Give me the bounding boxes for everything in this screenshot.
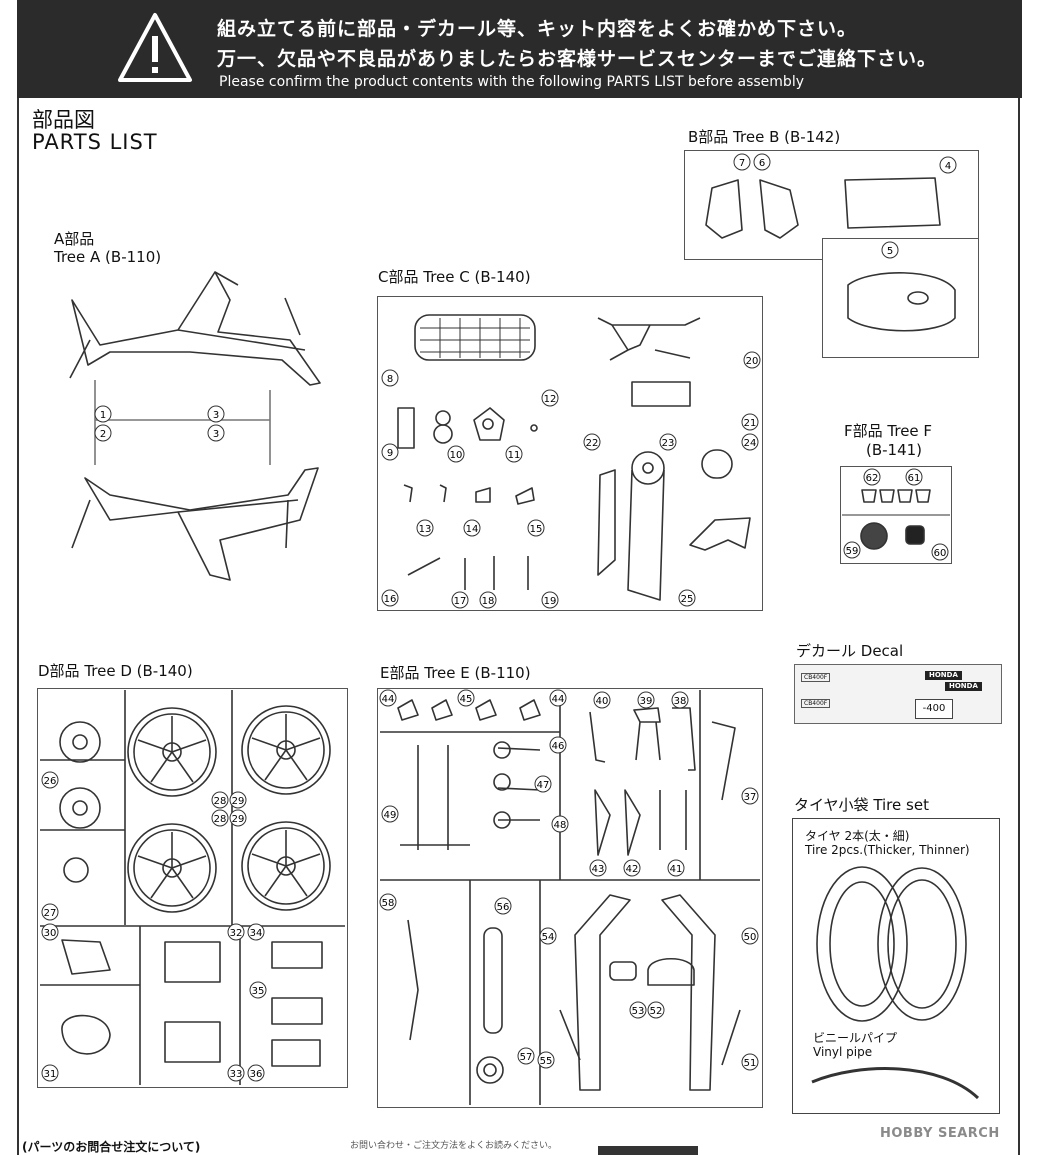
decal-brand-1: HONDA — [925, 671, 962, 680]
decal-sheet: HONDA HONDA CB400F CB400F -400 — [794, 664, 1002, 724]
footer-bar — [598, 1146, 698, 1155]
vinyl-pipe-label-jp: ビニールパイプ — [813, 1031, 898, 1045]
tree-f-label-jp: F部品 Tree F — [844, 422, 933, 440]
footer-strip: (パーツのお問合せ注文について) お問い合わせ・ご注文方法をよくお読みください。 — [20, 1138, 1020, 1155]
decal-model-1: CB400F — [801, 673, 831, 682]
tree-c-sprue — [377, 296, 763, 611]
warning-line-2: 万一、欠品や不良品がありましたらお客様サービスセンターまでご連絡下さい。 — [217, 48, 938, 70]
warning-triangle-icon — [118, 13, 192, 82]
tree-d-label: D部品 Tree D (B-140) — [38, 662, 193, 680]
page-title: PARTS LIST — [32, 130, 158, 154]
tire-set-label: タイヤ小袋 Tire set — [794, 796, 929, 814]
decal-label: デカール Decal — [796, 642, 904, 660]
warning-line-1: 組み立てる前に部品・デカール等、キット内容をよくお確かめ下さい。 — [217, 18, 858, 40]
tree-d-sprue — [37, 688, 348, 1088]
tree-a-label-jp: A部品 — [54, 230, 95, 248]
decal-brand-2: HONDA — [945, 682, 982, 691]
warning-banner: 組み立てる前に部品・デカール等、キット内容をよくお確かめ下さい。 万一、欠品や不… — [17, 0, 1022, 98]
watermark-logo: HOBBY SEARCH — [880, 1126, 1000, 1141]
tire-label-jp: タイヤ 2本(太・細) — [805, 829, 910, 843]
warning-line-english: Please confirm the product contents with… — [219, 74, 804, 90]
tree-b-sprue-bottom — [822, 238, 979, 358]
decal-model-2: CB400F — [801, 699, 831, 708]
tree-f-label-code: (B-141) — [866, 441, 923, 459]
decal-plate: -400 — [915, 699, 953, 719]
page-frame — [17, 98, 1020, 1155]
tree-a-label: Tree A (B-110) — [54, 248, 162, 266]
tree-c-label: C部品 Tree C (B-140) — [378, 268, 531, 286]
footer-parts-order-heading: (パーツのお問合せ注文について) — [22, 1140, 201, 1154]
vinyl-pipe-label: Vinyl pipe — [813, 1045, 873, 1059]
tree-f-sprue — [840, 466, 952, 564]
tree-e-sprue — [377, 688, 763, 1108]
footer-note: お問い合わせ・ご注文方法をよくお読みください。 — [350, 1141, 558, 1151]
tire-set-box: タイヤ 2本(太・細) Tire 2pcs.(Thicker, Thinner)… — [792, 818, 1000, 1114]
tree-e-label: E部品 Tree E (B-110) — [380, 664, 531, 682]
tree-b-label: B部品 Tree B (B-142) — [688, 128, 841, 146]
page-title-jp: 部品図 — [32, 108, 95, 132]
tire-label: Tire 2pcs.(Thicker, Thinner) — [805, 843, 970, 857]
